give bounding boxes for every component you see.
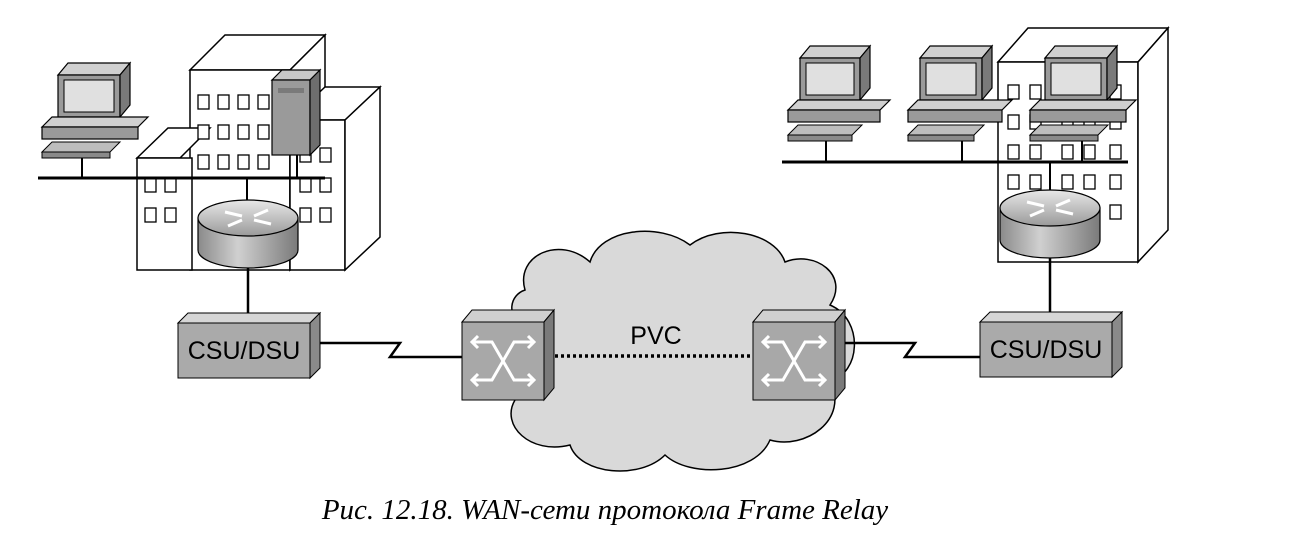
right-lan-segment [782,141,1128,195]
right-csu-dsu-icon: CSU/DSU [978,310,1124,379]
left-server-icon [270,68,322,157]
left-workstation-icon [40,61,150,159]
left-csu-dsu-label: CSU/DSU [188,337,301,365]
left-csu-dsu-icon: CSU/DSU [176,311,322,380]
right-router-icon [999,189,1101,259]
right-serial-link [845,341,985,359]
left-serial-link [320,341,468,359]
right-site: CSU/DSU [782,26,1170,379]
right-workstation-icon [906,44,1014,142]
frame-relay-cloud-icon [494,230,856,472]
right-workstation-icon [1028,44,1138,142]
right-frame-relay-switch-icon [751,308,847,402]
right-csu-dsu-label: CSU/DSU [990,336,1103,364]
right-workstation-icon [786,44,892,142]
figure-caption: Рис. 12.18. WAN-сети протокола Frame Rel… [321,494,889,526]
left-router-icon [197,199,299,269]
left-site: CSU/DSU [38,33,382,380]
left-frame-relay-switch-icon [460,308,556,402]
pvc-label: PVC [630,322,681,350]
